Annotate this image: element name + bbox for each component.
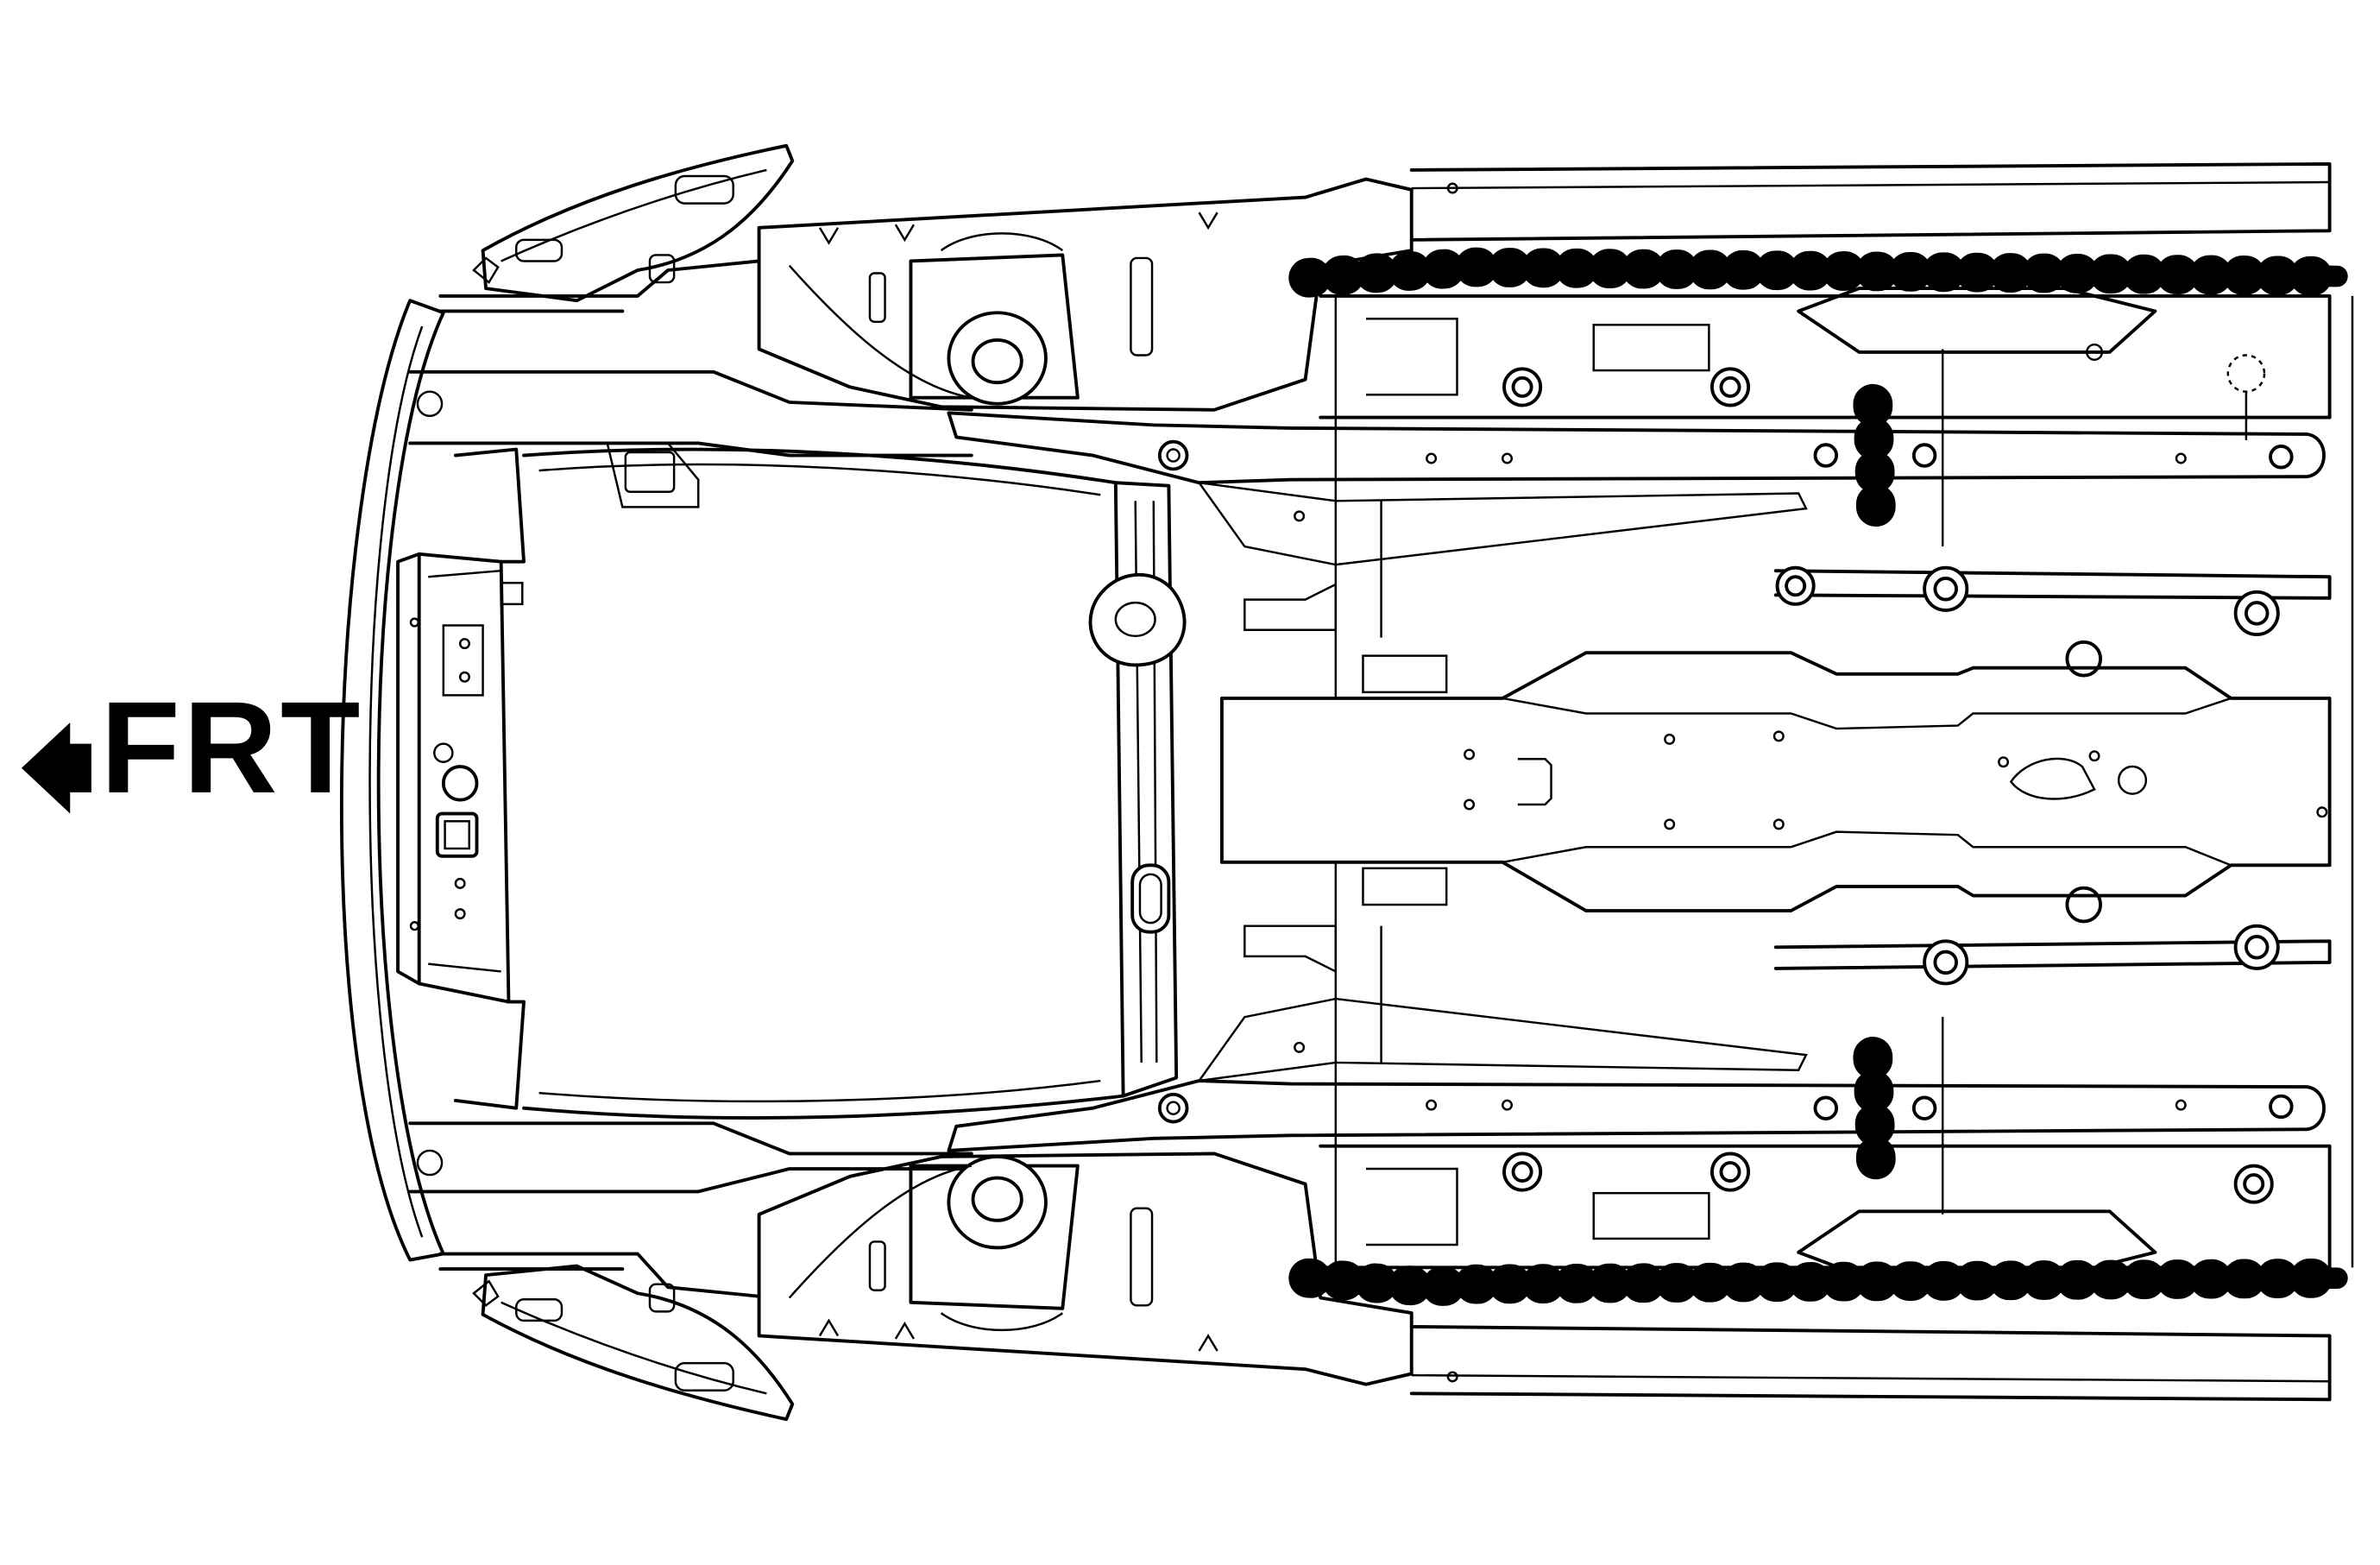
front-label: FRT bbox=[100, 675, 363, 821]
lower-strut-tower bbox=[648, 1152, 1414, 1386]
radiator-support bbox=[396, 447, 526, 1110]
upper-brace-bar bbox=[947, 411, 2326, 566]
upper-strut-tower bbox=[648, 177, 1414, 412]
lower-floor-members bbox=[1319, 1144, 2332, 1278]
rocker-panels bbox=[1409, 161, 2332, 1402]
lower-fender-apron bbox=[472, 1264, 795, 1422]
lower-brace-bar bbox=[947, 997, 2326, 1152]
front-direction-indicator: FRT bbox=[21, 675, 363, 821]
arrow-left-icon bbox=[21, 723, 91, 814]
sealer-bead-lower-crossmember bbox=[1853, 1037, 1896, 1180]
sealer-bead-upper-crossmember bbox=[1853, 383, 1896, 527]
side-body-lines bbox=[1334, 295, 2354, 1268]
center-tunnel bbox=[1219, 583, 2332, 974]
upper-fender-apron bbox=[472, 143, 795, 303]
upper-floor-members bbox=[1319, 287, 2332, 440]
engine-compartment-rails bbox=[522, 442, 1179, 1120]
rear-suspension-arms bbox=[1773, 565, 2332, 986]
sealer-bead-upper-rocker bbox=[1288, 247, 2358, 298]
front-bumper bbox=[339, 299, 445, 1262]
engine-mount bbox=[1088, 572, 1187, 667]
sealer-bead-lower-rocker bbox=[1288, 1258, 2358, 1306]
front-cross-members bbox=[408, 259, 973, 1298]
